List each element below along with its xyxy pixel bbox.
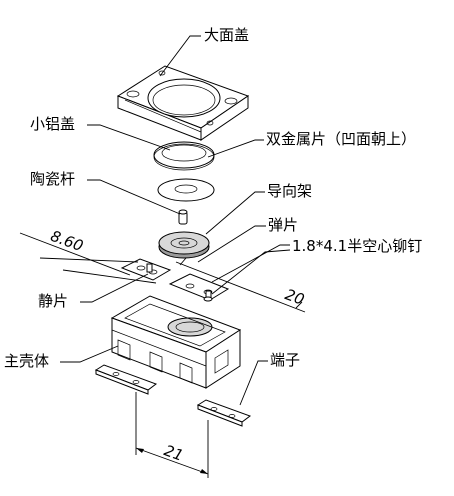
label-small-al-cover: 小铝盖: [30, 115, 76, 133]
guide-frame-part: [158, 231, 210, 259]
terminal-left-part: [94, 364, 158, 395]
dimension-21: [135, 392, 209, 478]
dimension-20: [175, 257, 306, 313]
big-cover-part: [116, 65, 250, 141]
dimension-8-60: [19, 232, 157, 284]
label-static-plate: 静片: [38, 292, 69, 310]
label-big-cover: 大面盖: [204, 26, 250, 44]
label-rivet: 1.8*4.1半空心铆钉: [292, 237, 423, 255]
rivet-part: [146, 263, 213, 302]
label-spring: 弹片: [268, 216, 299, 234]
label-main-body: 主壳体: [4, 352, 50, 370]
label-ceramic-rod: 陶瓷杆: [30, 170, 76, 188]
leader-lines: [60, 35, 291, 406]
bimetal-part: [157, 178, 215, 202]
label-bimetal: 双金属片（凹面朝上）: [266, 130, 417, 148]
static-plate-part: [120, 258, 172, 281]
terminal-right-part: [196, 399, 252, 427]
label-guide-frame: 导向架: [267, 182, 313, 200]
ceramic-rod-part: [178, 209, 188, 225]
main-body-part: [110, 295, 242, 389]
label-terminal: 端子: [270, 351, 301, 369]
small-al-cover-part: [153, 141, 215, 171]
